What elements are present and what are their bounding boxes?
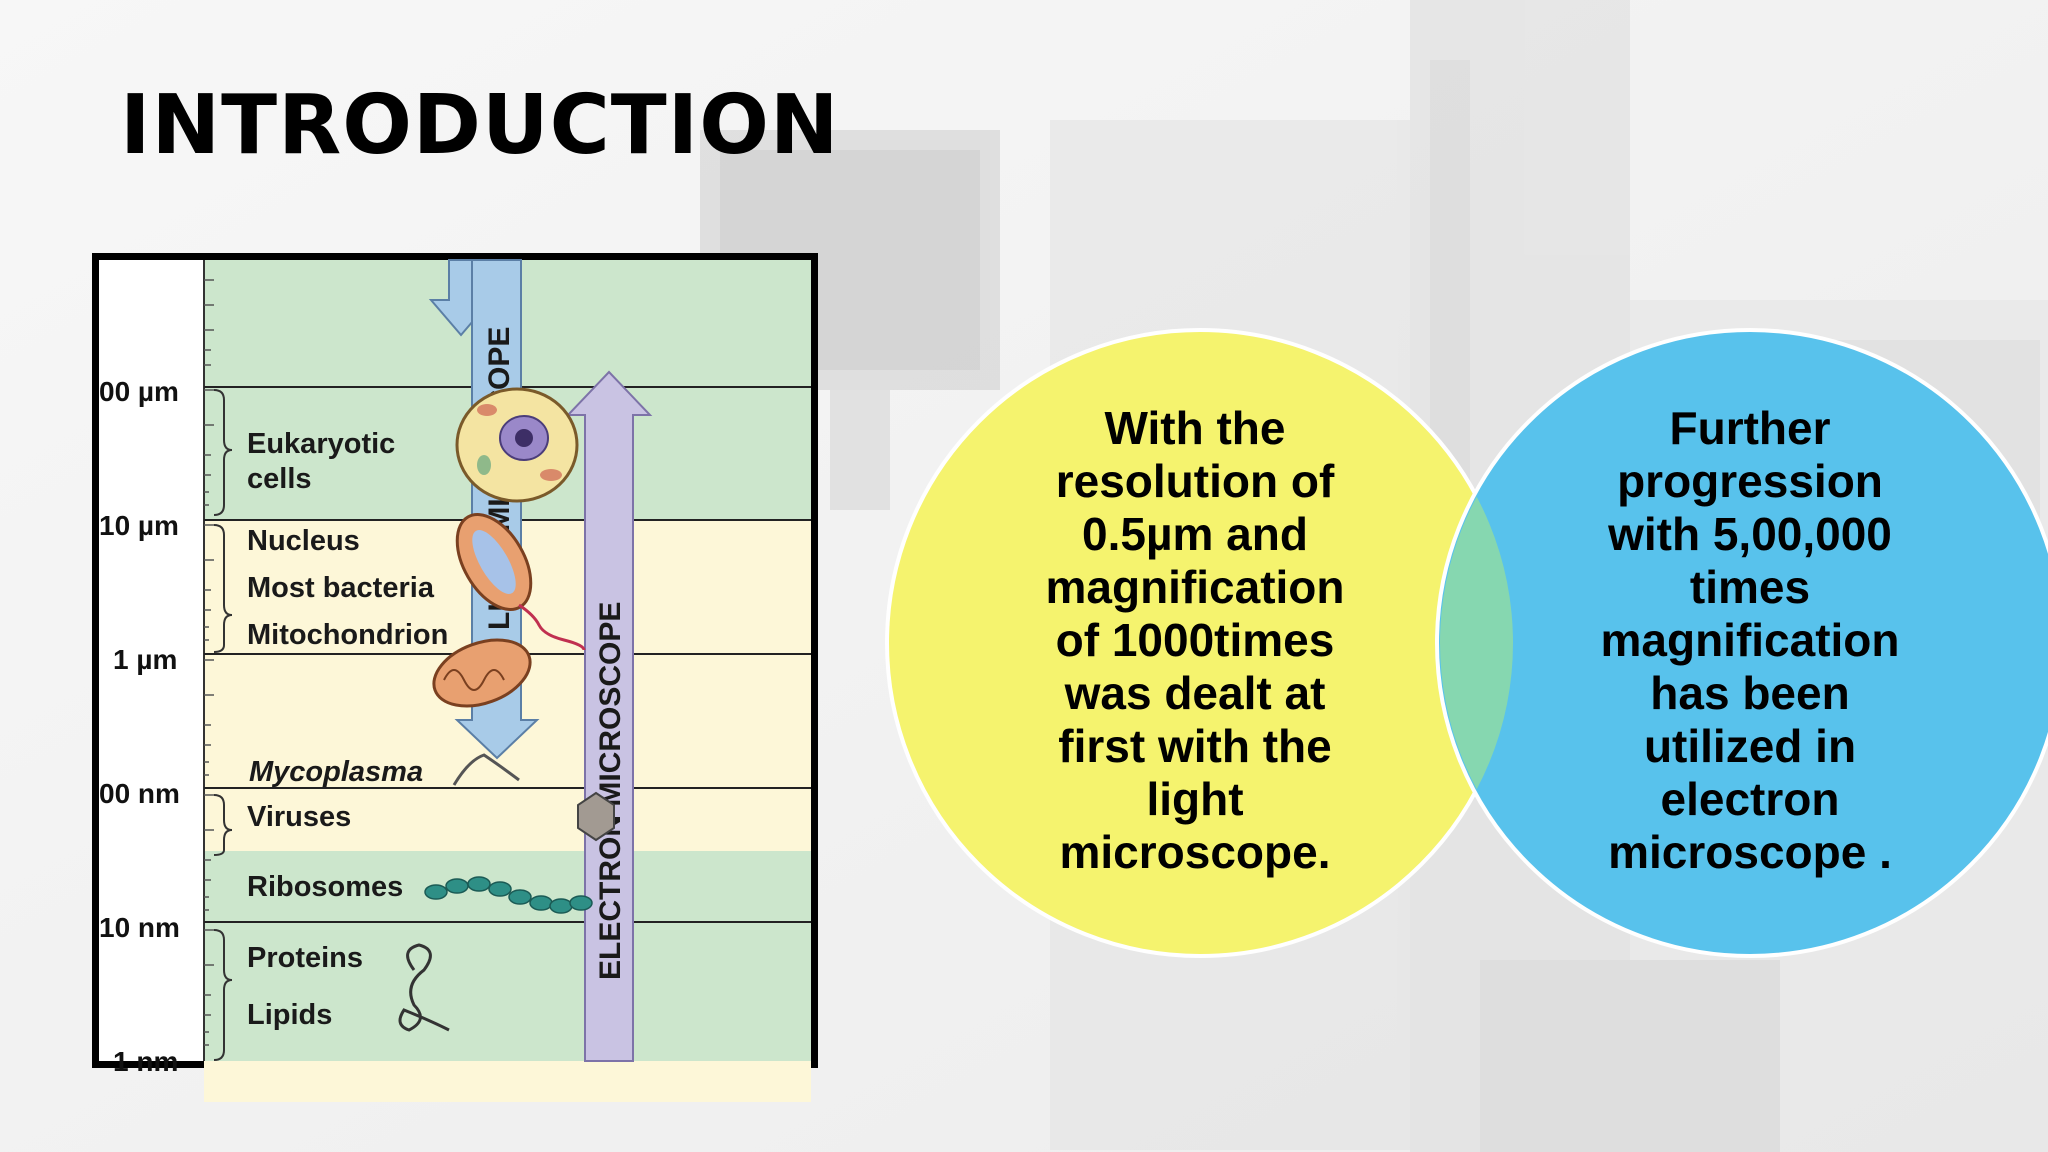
label-nucleus: Nucleus [247, 525, 360, 557]
venn-right-line: magnification [1600, 614, 1900, 666]
venn-right-line: has been [1650, 667, 1850, 719]
venn-left-line: microscope. [1059, 826, 1331, 878]
venn-left-line: light [1146, 773, 1244, 825]
axis-label-1nm: 1 nm [113, 1046, 178, 1077]
label-ribosomes: Ribosomes [247, 871, 403, 903]
axis-label-10um: 10 µm [99, 510, 179, 541]
braces [213, 389, 233, 1061]
protein-icon [398, 943, 450, 1032]
bacterium-icon [455, 513, 586, 651]
slide-title: INTRODUCTION [120, 78, 840, 173]
light-microscope-arrow [454, 259, 540, 760]
virus-icon [577, 791, 615, 842]
eukaryotic-cell-icon [455, 387, 579, 503]
venn-left-line: With the [1104, 402, 1286, 454]
label-mycoplasma: Mycoplasma [249, 756, 423, 788]
venn-left-line: of 1000times [1055, 614, 1335, 666]
label-eukaryotic: Eukaryotic [247, 428, 395, 460]
axis-label-100um: 00 µm [99, 376, 179, 407]
venn-right-line: Further [1669, 402, 1831, 454]
ribosome-chain-icon [424, 876, 593, 914]
venn-right-line: electron [1660, 773, 1840, 825]
size-scale-figure: 00 µm 10 µm 1 µm 00 nm 10 nm 1 nm LIGHT … [92, 253, 818, 1102]
mycoplasma-icon [452, 753, 520, 786]
venn-left-line: 0.5µm and [1082, 508, 1308, 560]
electron-microscope-arrow [565, 370, 653, 1062]
axis-label-100nm: 00 nm [99, 778, 180, 809]
venn-right-line: utilized in [1643, 720, 1857, 772]
electron-microscope-label: ELECTRON MICROSCOPE [594, 602, 627, 980]
venn-right-circle [1435, 328, 2048, 958]
mitochondrion-icon [432, 638, 532, 708]
venn-right-line: microscope . [1608, 826, 1892, 878]
venn-left-line: was dealt at [1064, 667, 1326, 719]
size-scale-diagram: 00 µm 10 µm 1 µm 00 nm 10 nm 1 nm LIGHT … [99, 259, 811, 1102]
venn-left-line: resolution of [1055, 455, 1335, 507]
label-lipids: Lipids [247, 999, 332, 1031]
label-viruses: Viruses [247, 801, 351, 833]
venn-left-line: first with the [1058, 720, 1332, 772]
venn-left-line: magnification [1045, 561, 1345, 613]
venn-right-line: with 5,00,000 [1608, 508, 1892, 560]
axis-label-1um: 1 µm [113, 644, 177, 675]
axis-label-10nm: 10 nm [99, 912, 180, 943]
label-most-bacteria: Most bacteria [247, 572, 435, 604]
label-mitochondrion: Mitochondrion [247, 619, 448, 651]
label-proteins: Proteins [247, 942, 363, 974]
label-cells: cells [247, 463, 312, 495]
venn-right-line: progression [1617, 455, 1883, 507]
venn-right-line: times [1689, 561, 1811, 613]
ruler-ticks [204, 279, 214, 1046]
